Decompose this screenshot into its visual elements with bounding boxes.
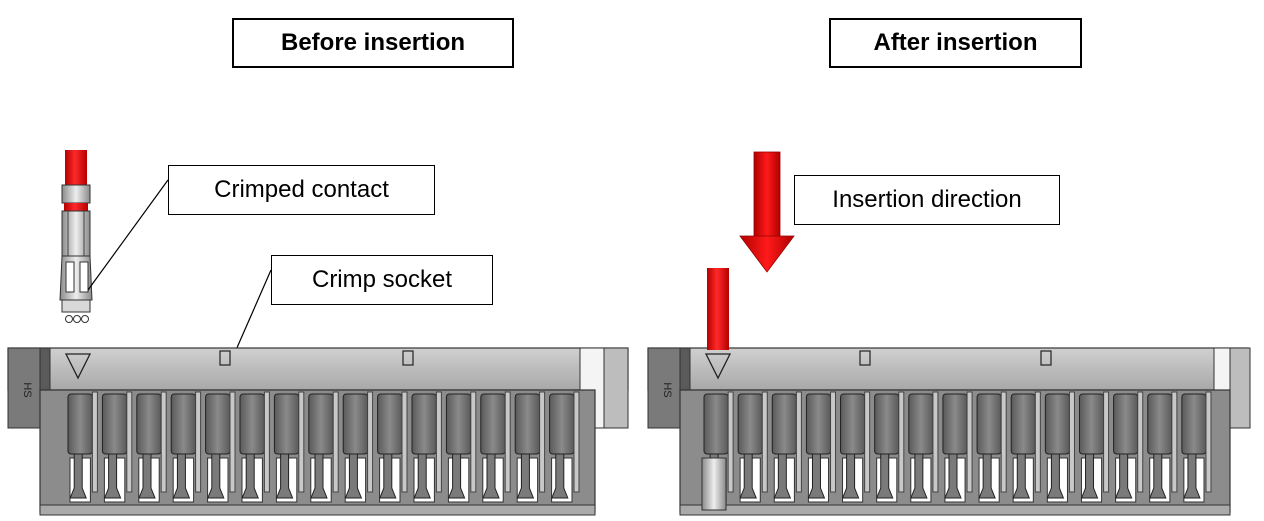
socket-cavity [1044, 391, 1075, 503]
socket-cavity [942, 391, 973, 503]
socket-cavity [411, 391, 442, 503]
socket-cavity [480, 391, 511, 503]
socket-cavity [1078, 391, 1110, 503]
socket-cavity [874, 391, 905, 503]
socket-cavity [101, 391, 133, 503]
socket-cavity [1147, 391, 1178, 503]
crimped-contact [59, 150, 93, 323]
socket-cavity [840, 391, 871, 503]
socket-cavity [239, 391, 270, 503]
socket-cavity [1113, 391, 1144, 503]
socket-cavity [908, 391, 939, 503]
socket-cavity [514, 391, 546, 503]
socket-cavity [737, 391, 768, 503]
socket-cavity [170, 391, 202, 503]
crimp-socket-right: HS [647, 347, 1251, 516]
title-after-insertion: After insertion [829, 18, 1082, 68]
title-before-insertion: Before insertion [232, 18, 514, 68]
socket-cavity [976, 391, 1007, 503]
callout-crimp-socket: Crimp socket [271, 255, 493, 305]
socket-cavity [1181, 391, 1212, 503]
socket-cavity [445, 391, 477, 503]
callout-insertion-direction: Insertion direction [794, 175, 1060, 225]
socket-cavity [273, 391, 305, 503]
inserted-wire [707, 268, 729, 350]
socket-cavity [771, 391, 802, 503]
svg-text:HS: HS [21, 382, 33, 397]
socket-cavity [308, 391, 339, 503]
socket-cavity [805, 391, 837, 503]
socket-cavity [377, 391, 408, 503]
contact-wire [65, 150, 87, 195]
leader-line-contact [87, 179, 169, 291]
svg-text:HS: HS [661, 382, 673, 397]
callout-crimped-contact: Crimped contact [168, 165, 435, 215]
socket-cavity [205, 391, 236, 503]
inserted-contact [701, 457, 727, 511]
socket-cavity [549, 391, 580, 503]
socket-cavity [67, 391, 98, 503]
socket-cavity [342, 391, 374, 503]
socket-cavity [1010, 391, 1041, 503]
crimp-socket-left: HS [7, 347, 629, 516]
socket-cavity [136, 391, 167, 503]
leader-line-socket [235, 269, 272, 351]
insertion-arrow [739, 151, 795, 273]
